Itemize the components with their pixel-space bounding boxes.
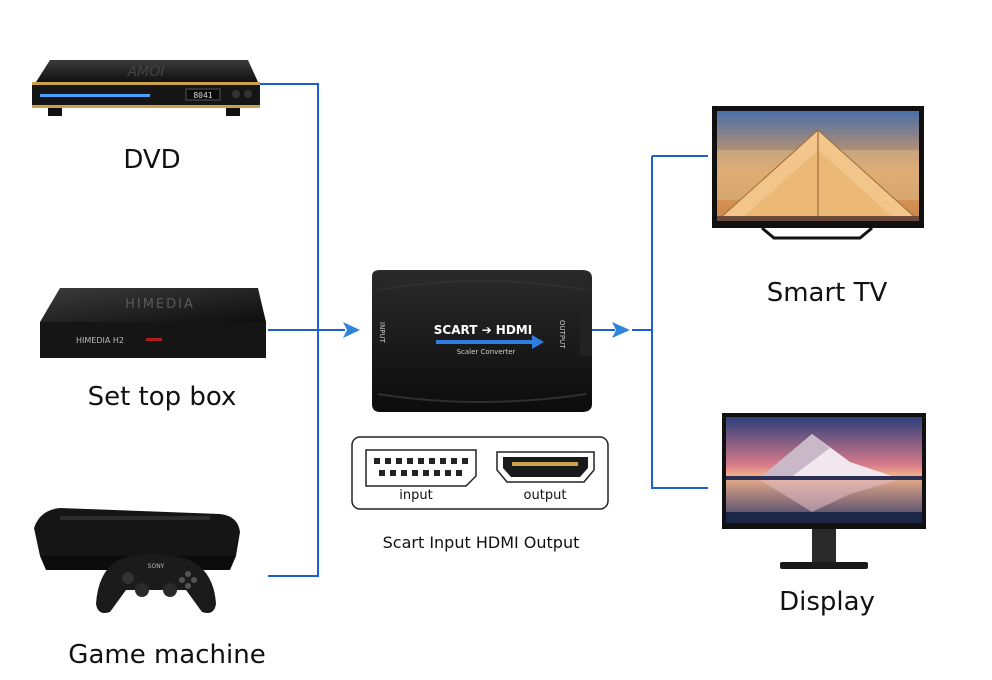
output-arrow-icon	[612, 322, 630, 338]
scart-hdmi-converter: INPUT OUTPUT SCART ➔ HDMI Scaler Convert…	[372, 270, 592, 412]
dvd-player-icon: AMOI 8041	[32, 60, 260, 116]
input-arrow-icon	[343, 322, 360, 338]
smart-tv-icon	[712, 106, 924, 240]
dvd-display-readout: 8041	[193, 91, 212, 100]
set-top-box-brand-top: HIMEDIA	[125, 297, 195, 312]
controller-brand: SONY	[148, 563, 165, 570]
output-port-label: output	[523, 488, 567, 503]
converter-output-side-label: OUTPUT	[558, 320, 566, 349]
port-detail-box	[351, 436, 609, 510]
input-connector-lines	[255, 83, 345, 577]
hdmi-port-icon	[496, 451, 595, 483]
game-machine-label: Game machine	[68, 640, 266, 670]
converter-title: SCART ➔ HDMI	[434, 323, 532, 337]
tv-display-line	[632, 155, 708, 489]
dvd-label: DVD	[123, 145, 181, 175]
dvd-line	[255, 83, 319, 330]
set-top-box-icon: HIMEDIA HIMEDIA H2	[40, 288, 266, 358]
set-top-box-model: HIMEDIA H2	[76, 336, 124, 345]
port-caption: Scart Input HDMI Output	[382, 533, 580, 552]
game-controller-icon: SONY	[96, 554, 216, 613]
display-label: Display	[779, 587, 875, 617]
converter-input-side-label: INPUT	[378, 322, 386, 344]
input-port-label: input	[399, 488, 433, 503]
converter-arrow-icon	[436, 335, 544, 349]
display-monitor-icon	[722, 413, 926, 569]
game-machine-line	[268, 330, 319, 577]
output-connector-lines	[592, 155, 708, 489]
scart-port-icon	[365, 449, 477, 487]
set-top-box-label: Set top box	[87, 382, 237, 412]
smart-tv-label: Smart TV	[766, 278, 888, 308]
converter-subtitle: Scaler Converter	[457, 348, 516, 356]
dvd-brand-embossed: AMOI	[127, 64, 165, 80]
